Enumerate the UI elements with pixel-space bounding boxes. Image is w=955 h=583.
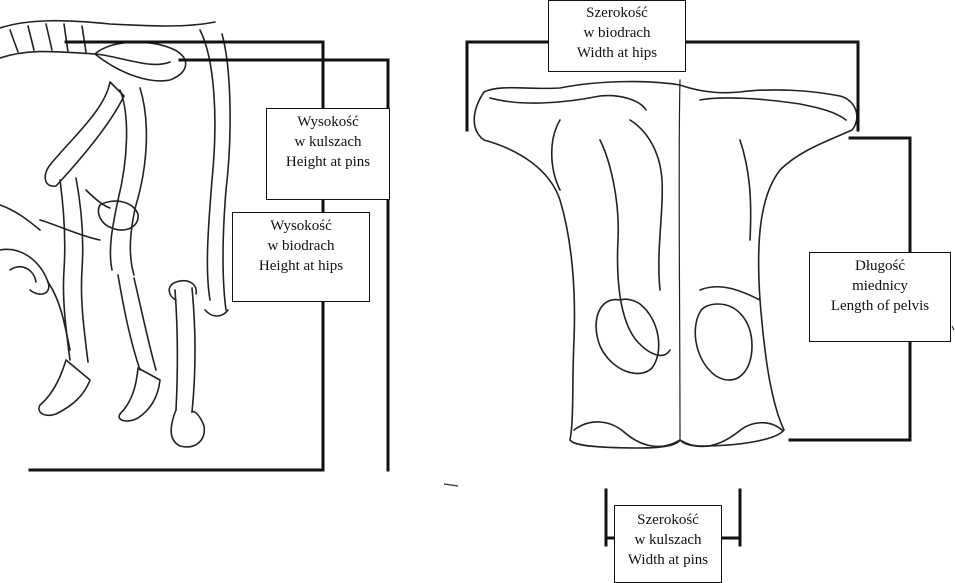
width-at-pins-en: Width at pins	[615, 550, 721, 570]
height-at-pins-pl-sub: w kulszach	[267, 132, 389, 152]
width-at-pins-pl-sub: w kulszach	[615, 530, 721, 550]
width-at-hips-en: Width at hips	[549, 43, 685, 63]
height-at-hips-en: Height at hips	[233, 256, 369, 276]
length-of-pelvis-label: Długość miednicy Length of pelvis	[809, 252, 951, 342]
height-at-hips-pl-title: Wysokość	[233, 216, 369, 236]
pelvis-bone-drawing	[474, 80, 857, 448]
hind-leg-skeleton-drawing	[0, 21, 230, 447]
length-of-pelvis-en: Length of pelvis	[810, 296, 950, 316]
scan-artifact	[952, 326, 954, 330]
width-at-pins-label: Szerokość w kulszach Width at pins	[614, 505, 722, 583]
length-of-pelvis-pl-sub: miednicy	[810, 276, 950, 296]
length-of-pelvis-pl-title: Długość	[810, 256, 950, 276]
height-at-hips-label: Wysokość w biodrach Height at hips	[232, 212, 370, 302]
width-at-pins-pl-title: Szerokość	[615, 510, 721, 530]
width-at-hips-pl-sub: w biodrach	[549, 23, 685, 43]
width-at-hips-label: Szerokość w biodrach Width at hips	[548, 0, 686, 72]
height-at-pins-pl-title: Wysokość	[267, 112, 389, 132]
width-at-hips-pl-title: Szerokość	[549, 3, 685, 23]
height-at-pins-en: Height at pins	[267, 152, 389, 172]
height-at-pins-label: Wysokość w kulszach Height at pins	[266, 108, 390, 200]
height-at-hips-pl-sub: w biodrach	[233, 236, 369, 256]
scan-artifact	[444, 484, 458, 486]
